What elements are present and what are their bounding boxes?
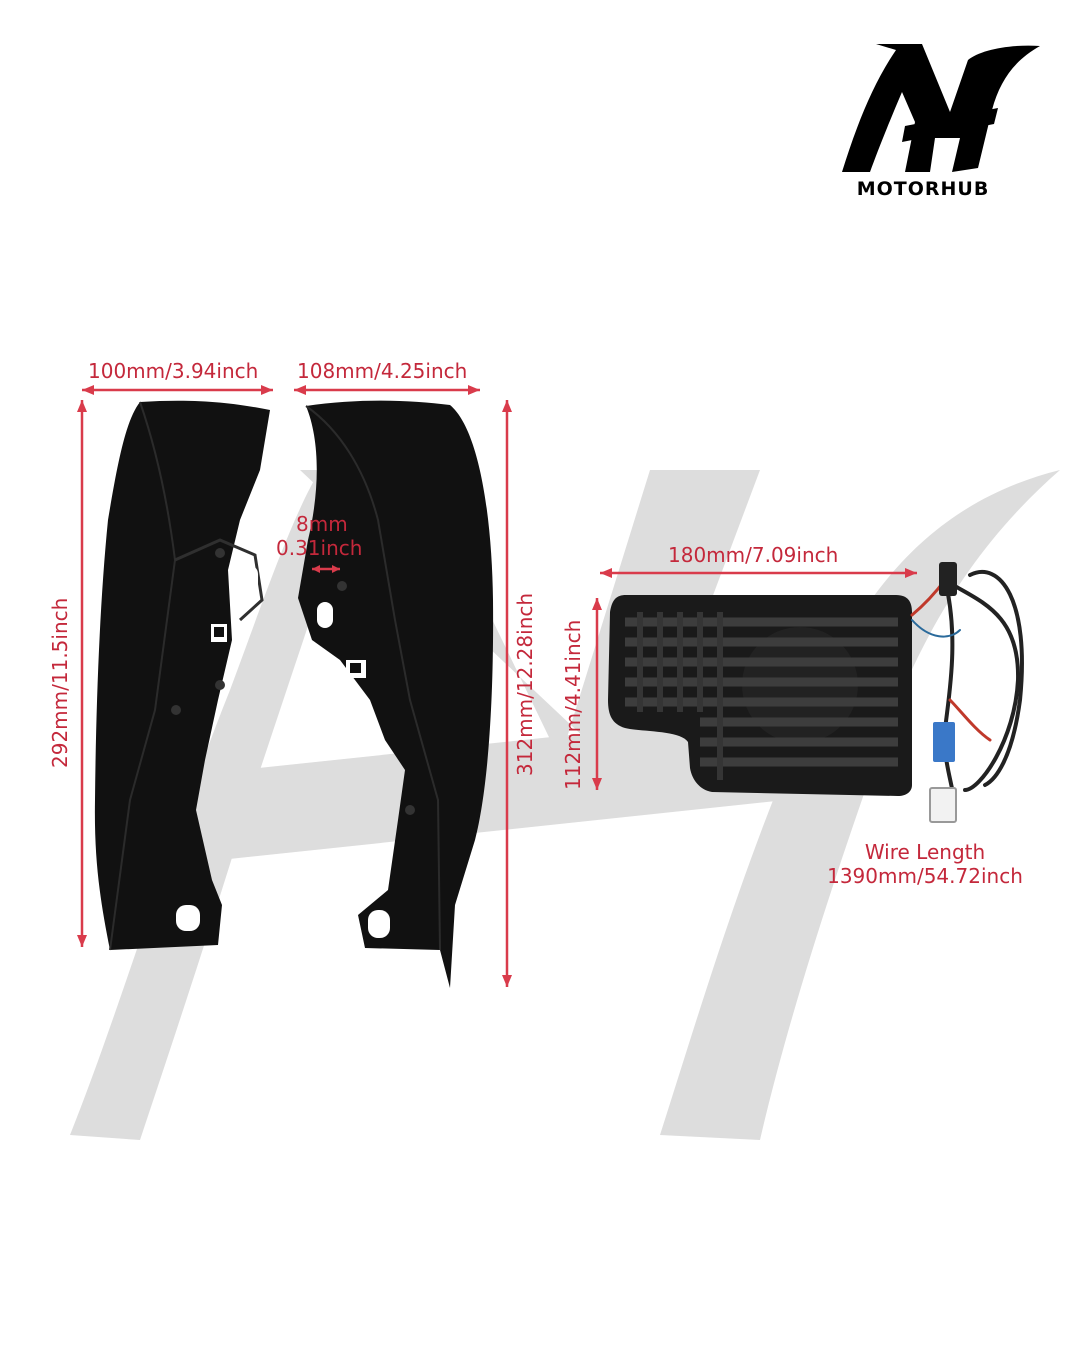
right-side-panel	[298, 400, 494, 989]
slot-size-mm-label: 8mm	[296, 512, 348, 536]
wire-harness	[910, 562, 1024, 823]
left-panel-width-label: 100mm/3.94inch	[88, 359, 259, 383]
slot-size-inch-label: 0.31inch	[276, 536, 363, 560]
wire-length-block: Wire Length 1390mm/54.72inch	[800, 840, 1050, 888]
fan-height-label: 112mm/4.41inch	[561, 619, 585, 790]
fan-width-label: 180mm/7.09inch	[668, 543, 839, 567]
cooling-fan-unit	[608, 595, 912, 796]
left-side-panel	[94, 400, 270, 951]
dimension-lines	[77, 385, 917, 987]
wire-length-value: 1390mm/54.72inch	[827, 864, 1023, 888]
right-panel-width-label: 108mm/4.25inch	[297, 359, 468, 383]
right-panel-height-label: 312mm/12.28inch	[513, 592, 537, 776]
brand-name: MOTORHUB	[856, 178, 990, 200]
left-panel-height-label: 292mm/11.5inch	[48, 597, 72, 768]
wire-length-title: Wire Length	[864, 840, 986, 864]
